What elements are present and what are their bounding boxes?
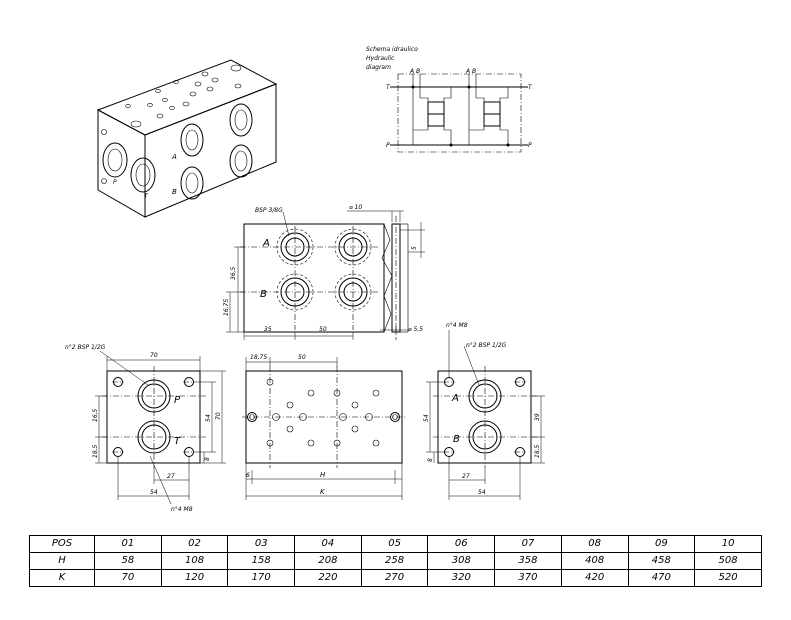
right-dim-8: 8 (427, 458, 434, 462)
right-side-view: A B n°4 M8 n°2 BSP 1/2G 54 8 39 18,5 27 … (423, 322, 545, 500)
table-cell: 07 (494, 535, 562, 553)
front-dim-k: K (320, 488, 326, 496)
table-cell: 420 (560, 569, 629, 587)
right-port-a: A (451, 393, 459, 404)
right-dim-54-bottom: 54 (478, 489, 486, 496)
table-cell: 520 (694, 569, 762, 587)
hydraulic-t-left: T (386, 84, 391, 91)
left-dim-185: 18,5 (92, 444, 99, 458)
top-dim-1675: 16,75 (223, 299, 230, 316)
right-dim-185: 18,5 (534, 444, 541, 458)
front-dim-h: H (320, 471, 326, 479)
top-dim-365: 36,5 (230, 266, 237, 280)
top-dim-phi55: ⌀ 5,5 (408, 326, 423, 333)
iso-port-p: P (113, 179, 117, 186)
table-cell: 408 (560, 552, 629, 570)
left-dim-54-bottom: 54 (150, 489, 158, 496)
table-cell: 308 (427, 552, 496, 570)
right-face-ports: A B (171, 103, 253, 200)
table-cell: 08 (560, 535, 629, 553)
row-label: K (29, 569, 95, 587)
top-dim-50: 50 (319, 326, 327, 333)
table-cell: 170 (227, 569, 296, 587)
isometric-view: P T A B (96, 59, 278, 218)
right-dim-27: 27 (462, 473, 470, 480)
table-cell: 02 (160, 535, 229, 553)
table-cell: 06 (427, 535, 496, 553)
left-bsp-label: n°2 BSP 1/2G (65, 344, 106, 351)
top-view: A B BSP 3/8G ⌀ 10 5 ⌀ 5,5 36,5 16,75 35 … (223, 204, 425, 340)
left-dim-70-top: 70 (150, 352, 158, 359)
hydraulic-title-2: Hydraulic (366, 55, 395, 62)
right-m8-label: n°4 M8 (446, 322, 468, 329)
table-cell: 258 (360, 552, 429, 570)
left-dim-165: 16,5 (92, 408, 99, 422)
table-cell: 208 (294, 552, 362, 570)
top-port-b: B (260, 289, 267, 300)
front-dim-6: 6 (246, 472, 250, 479)
table-cell: 470 (627, 569, 696, 587)
table-cell: 220 (294, 569, 362, 587)
table-cell: 458 (627, 552, 696, 570)
hydraulic-ab-left: A B (409, 68, 420, 75)
table-cell: 108 (160, 552, 229, 570)
table-cell: 370 (494, 569, 562, 587)
left-dim-27: 27 (167, 473, 175, 480)
iso-port-t: T (144, 193, 149, 200)
table-cell: 508 (694, 552, 762, 570)
right-dim-54-left: 54 (423, 414, 430, 422)
row-label: POS (29, 535, 95, 553)
iso-port-a: A (171, 153, 177, 161)
right-port-b: B (453, 434, 460, 445)
table-row-pos: POS 01 02 03 04 05 06 07 08 09 10 (29, 535, 762, 553)
top-port-a: A (262, 238, 270, 249)
technical-drawing: P T A B Schema idraulico Hydraulic diagr… (65, 46, 545, 513)
table-cell: 01 (94, 535, 162, 553)
hydraulic-diagram: Schema idraulico Hydraulic diagram T T P… (366, 46, 533, 153)
table-row-k: K 70 120 170 220 270 320 370 420 470 520 (29, 569, 762, 587)
left-port-p: P (174, 395, 181, 406)
right-dim-39: 39 (534, 413, 541, 421)
table-cell: 270 (360, 569, 429, 587)
left-dim-54-right: 54 (205, 414, 212, 422)
hydraulic-t-right: T (528, 84, 533, 91)
left-dim-8: 8 (204, 457, 211, 461)
left-side-view: P T n°2 BSP 1/2G 70 54 70 8 16,5 18,5 27 (65, 344, 226, 513)
hydraulic-title-1: Schema idraulico (366, 46, 418, 53)
table-cell: 04 (294, 535, 362, 553)
dimension-table: POS 01 02 03 04 05 06 07 08 09 10 H 58 1… (29, 535, 762, 587)
hydraulic-title-3: diagram (366, 64, 391, 71)
top-dim-phi10: ⌀ 10 (349, 204, 362, 211)
top-bsp-label: BSP 3/8G (255, 207, 283, 214)
top-dim-35: 35 (264, 326, 272, 333)
table-cell: 320 (427, 569, 496, 587)
right-bsp-label: n°2 BSP 1/2G (466, 342, 507, 349)
top-face-holes (125, 64, 242, 128)
left-face-ports: P T (101, 129, 156, 200)
hydraulic-p-left: P (386, 142, 390, 149)
row-label: H (29, 552, 95, 570)
hydraulic-p-right: P (528, 142, 532, 149)
front-view: 18,75 50 6 H K (242, 354, 406, 500)
left-port-t: T (174, 436, 181, 447)
hydraulic-ab-right: A B (465, 68, 476, 75)
table-cell: 358 (494, 552, 562, 570)
table-cell: 120 (160, 569, 229, 587)
iso-port-b: B (172, 188, 177, 196)
top-dim-5: 5 (411, 246, 418, 250)
front-dim-50: 50 (298, 354, 306, 361)
table-cell: 05 (360, 535, 429, 553)
table-cell: 158 (227, 552, 296, 570)
table-cell: 70 (94, 569, 162, 587)
table-cell: 58 (94, 552, 162, 570)
table-cell: 10 (694, 535, 762, 553)
left-m8-label: n°4 M8 (171, 506, 193, 513)
table-row-h: H 58 108 158 208 258 308 358 408 458 508 (29, 552, 762, 570)
table-cell: 03 (227, 535, 296, 553)
front-dim-1875: 18,75 (250, 354, 267, 361)
left-dim-70-right: 70 (215, 412, 222, 420)
table-cell: 09 (627, 535, 696, 553)
